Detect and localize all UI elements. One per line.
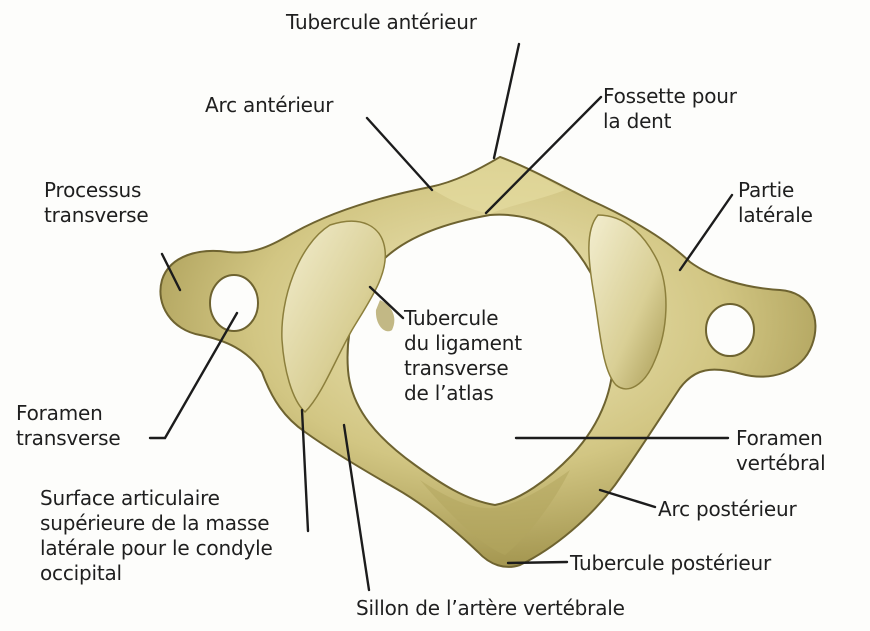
label-fossette-pour-la-dent: Fossette pour la dent	[603, 84, 737, 134]
label-arc-anterieur: Arc antérieur	[205, 93, 333, 118]
label-sillon-artere-vertebrale: Sillon de l’artère vertébrale	[356, 596, 625, 621]
label-tubercule-posterieur: Tubercule postérieur	[570, 551, 771, 576]
label-tubercule-ligament-transverse: Tubercule du ligament transverse de l’at…	[404, 306, 522, 406]
foramen-transverse-left	[210, 275, 258, 331]
label-foramen-vertebral: Foramen vertébral	[736, 426, 825, 476]
label-arc-posterieur: Arc postérieur	[658, 497, 797, 522]
label-processus-transverse: Processus transverse	[44, 178, 149, 228]
label-foramen-transverse: Foramen transverse	[16, 401, 121, 451]
label-surface-articulaire: Surface articulaire supérieure de la mas…	[40, 486, 273, 586]
label-tubercule-anterieur: Tubercule antérieur	[286, 10, 477, 35]
label-partie-laterale: Partie latérale	[738, 178, 813, 228]
foramen-transverse-right	[706, 304, 754, 356]
